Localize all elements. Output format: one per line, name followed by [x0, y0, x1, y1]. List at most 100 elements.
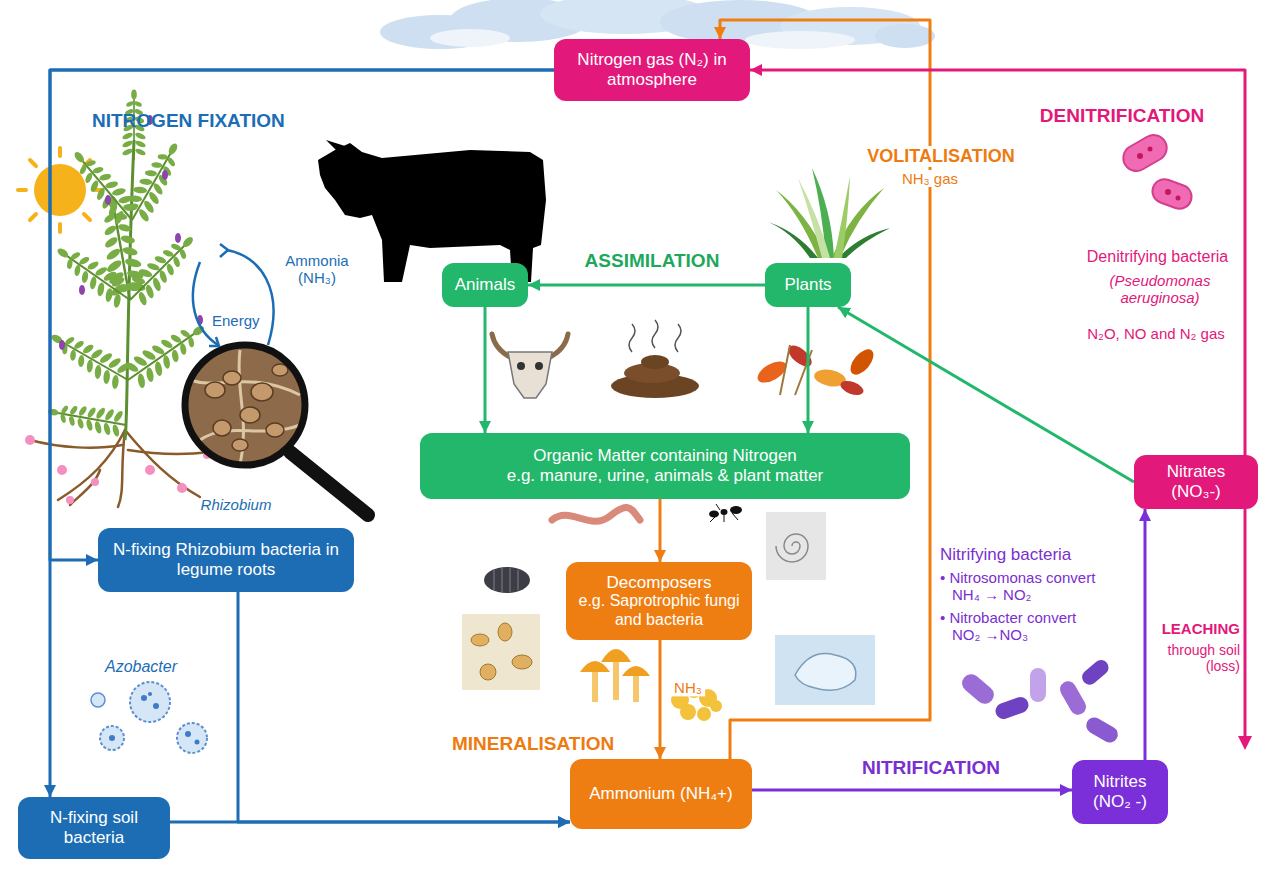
skull-part	[508, 352, 552, 398]
node-title: Nitrates (NO₃-)	[1142, 462, 1250, 501]
legume-plant-part-part	[25, 435, 35, 445]
process-box: N-fixing Rhizobium bacteria in legume ro…	[98, 528, 354, 592]
cow-silhouette-part	[318, 143, 546, 282]
legume-plant-part-part	[125, 430, 200, 497]
annotation-label: Ammonia (NH₃)	[272, 252, 362, 287]
flow-arrow	[1144, 509, 1147, 760]
annotation-label: Nitrifying bacteria	[940, 545, 1130, 565]
annotation-label: VOLITALISATION	[852, 146, 1030, 167]
sun-part	[18, 148, 102, 232]
node-title: Plants	[784, 275, 831, 295]
flow-arrow	[752, 789, 1072, 792]
fallen-leaves	[754, 342, 878, 398]
azobacter-cells-part	[109, 692, 200, 745]
decomposer-pictures-part-part	[622, 666, 650, 676]
azobacter-cells-part	[100, 726, 124, 750]
azobacter-cells-part-part	[153, 703, 159, 709]
magnifier-photo	[185, 345, 368, 515]
decomposer-pictures-part-part	[580, 661, 610, 672]
magnifier-photo-part-part-part	[266, 423, 284, 437]
clouds-part	[430, 29, 510, 47]
node-title: Animals	[455, 275, 515, 295]
annotation-label: • Nitrosomonas convert NH₄ → NO₂	[940, 569, 1102, 604]
legume-plant-part-part	[66, 496, 74, 504]
legume-plant-part-part	[118, 430, 125, 507]
magnifier-photo-part	[185, 345, 305, 465]
annotation-label: DENITRIFICATION	[1012, 105, 1232, 127]
azobacter-cells	[91, 682, 207, 753]
decomposer-pictures-part	[775, 635, 875, 705]
energy-arrows	[193, 244, 274, 346]
magnifier-photo-part-part-part	[213, 420, 231, 436]
decomposer-pictures	[462, 504, 875, 721]
magnifier-photo-part-part-part	[205, 382, 225, 398]
annotation-label: NITRIFICATION	[862, 757, 1062, 779]
clouds-part	[745, 31, 855, 49]
leaching-arrow-part	[1238, 736, 1252, 750]
grass-plants-part	[838, 228, 890, 258]
decomposer-pictures-part	[580, 649, 650, 676]
sun-part-part	[18, 188, 26, 192]
legume-plant-part-part	[175, 233, 181, 243]
skull	[492, 334, 568, 398]
node-title: Nitrites (NO₂ -)	[1080, 772, 1160, 811]
legume-plant-part-part	[162, 170, 168, 180]
annotation-label: Denitrifying bacteria	[1075, 248, 1240, 266]
legume-plant-part	[59, 115, 203, 350]
azobacter-cells-part	[177, 723, 207, 753]
flow-arrow	[659, 499, 662, 562]
process-box: Plants	[765, 263, 851, 307]
grass-plants-part	[798, 178, 830, 258]
denitrifying-bacteria-part	[1149, 176, 1195, 212]
decomposer-pictures-part	[484, 567, 530, 593]
annotation-label: LEACHING	[1153, 620, 1240, 637]
process-box: Organic Matter containing Nitrogene.g. m…	[420, 433, 910, 499]
legume-plant-part	[25, 435, 211, 504]
legume-plant-part-part	[58, 430, 125, 500]
sun-part-part	[58, 224, 62, 232]
skull-part	[517, 362, 525, 370]
nitrifying-bacteria-part	[958, 671, 997, 708]
magnifier-photo-part-part-part	[223, 371, 241, 385]
sun-part-part	[84, 214, 90, 220]
nitrifying-bacteria-part	[993, 695, 1030, 722]
decomposer-pictures-part	[709, 506, 742, 518]
sun-part-part	[58, 148, 62, 156]
node-body: e.g. manure, urine, animals & plant matt…	[507, 466, 824, 486]
skull-part	[535, 362, 543, 370]
azobacter-cells-part-part	[141, 695, 147, 701]
energy-arrows-part	[193, 262, 218, 345]
annotation-label: N₂O, NO and N₂ gas	[1072, 325, 1240, 342]
annotation-label: through soil (loss)	[1153, 642, 1240, 674]
grass-plants	[768, 168, 890, 258]
legume-plant-part-part	[30, 440, 122, 448]
denitrifying-bacteria	[1119, 130, 1195, 212]
legume-plant-part-part	[57, 465, 67, 475]
magnifier-photo-part	[185, 345, 305, 465]
manure-part-part	[629, 324, 635, 352]
denitrifying-bacteria-part	[1137, 147, 1181, 201]
decomposer-pictures-part	[471, 623, 532, 680]
decomposer-pictures-part-part	[592, 668, 598, 702]
legume-plant-part	[44, 322, 136, 393]
nitrifying-bacteria-part	[1079, 657, 1112, 688]
flow-arrow	[807, 307, 810, 433]
fallen-leaves-part	[839, 378, 866, 397]
compound-box: Nitrates (NO₃-)	[1134, 455, 1258, 509]
decomposer-pictures-part-part	[471, 634, 489, 646]
decomposer-pictures-part	[710, 504, 738, 522]
decomposer-pictures-part-part	[710, 700, 722, 712]
azobacter-cells-part	[91, 693, 105, 707]
legume-plant	[25, 90, 213, 507]
decomposer-pictures-part-part	[498, 623, 512, 641]
flow-arrow	[750, 70, 1245, 455]
azobacter-cells-part-part	[195, 740, 200, 745]
decomposer-pictures-part	[766, 512, 826, 580]
azobacter-cells-part-part	[148, 692, 152, 696]
energy-arrows-part	[220, 244, 228, 257]
annotation-label: Azobacter	[105, 658, 200, 676]
flow-arrow	[720, 20, 930, 759]
annotation-label: NITROGEN FIXATION	[92, 110, 342, 132]
legume-plant-part-part	[91, 478, 99, 486]
